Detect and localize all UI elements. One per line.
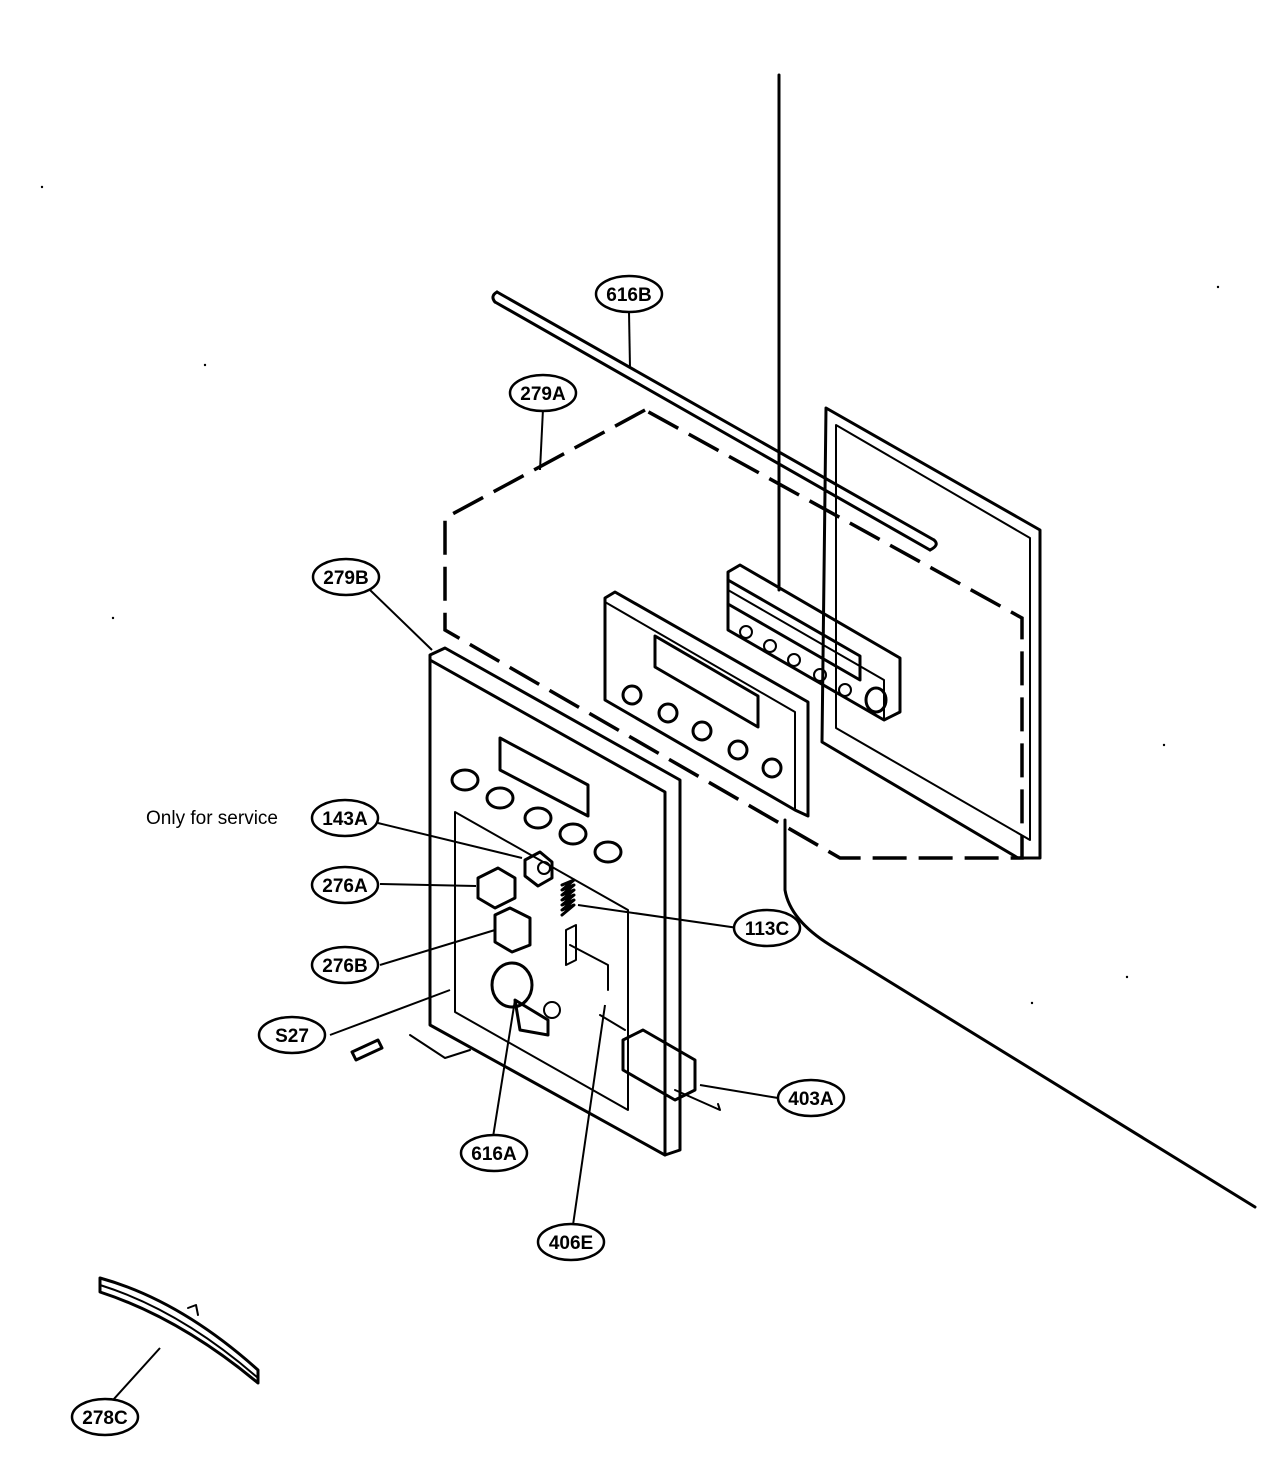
housing-279A-dashed <box>443 408 1024 860</box>
part-143A <box>523 850 554 888</box>
svg-text:406E: 406E <box>549 1233 593 1254</box>
door-outline <box>777 73 1257 1209</box>
svg-text:143A: 143A <box>322 809 368 830</box>
switch-403A <box>621 1028 697 1102</box>
svg-text:276A: 276A <box>322 876 368 897</box>
part-616A <box>490 961 534 1009</box>
callout-113C: 113C <box>732 908 802 948</box>
callout-278C: 278C <box>70 1397 140 1437</box>
callout-279B: 279B <box>311 557 381 597</box>
callout-276A: 276A <box>310 865 380 905</box>
front-cover-279B <box>428 646 682 1157</box>
svg-text:278C: 278C <box>82 1408 128 1429</box>
control-board-pcb <box>726 563 902 722</box>
svg-text:616B: 616B <box>606 285 651 306</box>
svg-text:616A: 616A <box>471 1144 517 1165</box>
callout-403A: 403A <box>776 1078 846 1118</box>
leader-lines <box>112 311 779 1401</box>
dispenser-mechanism <box>350 850 721 1111</box>
callout-279A: 279A <box>508 373 578 413</box>
callout-S27: S27 <box>257 1015 327 1055</box>
spring-113C <box>560 878 576 917</box>
callout-616A: 616A <box>459 1133 529 1173</box>
part-276B <box>493 906 532 954</box>
callout-276B: 276B <box>310 945 380 985</box>
part-278C <box>98 1276 260 1385</box>
callout-406E: 406E <box>536 1222 606 1262</box>
service-note: Only for service <box>146 808 278 829</box>
callout-616B: 616B <box>594 274 664 314</box>
svg-text:403A: 403A <box>788 1089 834 1110</box>
part-276A <box>476 866 517 910</box>
callout-143A: 143A <box>310 798 380 838</box>
svg-text:276B: 276B <box>322 956 367 977</box>
svg-text:S27: S27 <box>275 1026 309 1047</box>
rod-616B <box>491 290 938 552</box>
scan-specks <box>40 185 1220 1005</box>
display-panel <box>603 590 810 818</box>
svg-text:279B: 279B <box>323 568 368 589</box>
svg-text:113C: 113C <box>745 919 790 940</box>
screw-S27 <box>350 1038 384 1062</box>
svg-text:279A: 279A <box>520 384 566 405</box>
